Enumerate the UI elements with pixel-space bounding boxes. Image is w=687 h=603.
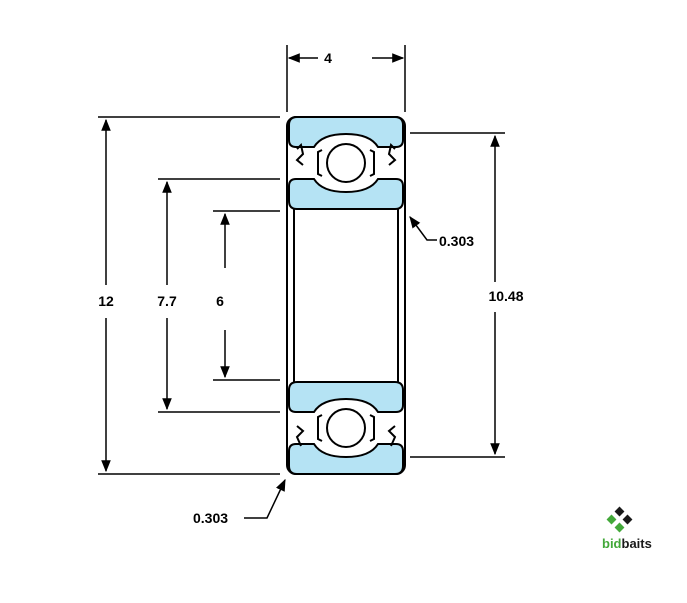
leader-line-bottom [244, 478, 286, 519]
dim-shoulder [158, 178, 280, 413]
top-cage-left [317, 149, 323, 177]
label-outer-diameter: 12 [98, 293, 114, 309]
dim-bore [213, 210, 280, 381]
top-shield-left [295, 143, 305, 166]
bottom-ball [326, 408, 366, 448]
leader-chamfer-top [409, 216, 437, 241]
label-chamfer-bottom: 0.303 [193, 510, 228, 526]
logo-text-bid: bid [602, 536, 622, 551]
bottom-cage-left [317, 414, 323, 442]
bottom-inner-ring [288, 381, 404, 413]
bidbaits-logo: bidbaits [602, 506, 652, 551]
bottom-shield-left [295, 425, 305, 447]
label-outer-shoulder: 10.48 [488, 288, 523, 304]
top-inner-ring [288, 178, 404, 210]
svg-text:bidbaits: bidbaits [602, 536, 652, 551]
label-shoulder-diameter: 7.7 [157, 293, 177, 309]
bottom-outer-ring [288, 443, 404, 475]
leader-chamfer-bottom [244, 478, 286, 519]
top-ball [326, 143, 366, 183]
logo-mark-icon [606, 506, 633, 533]
bottom-shield-right [387, 425, 397, 447]
label-chamfer-top: 0.303 [439, 233, 474, 249]
label-width: 4 [324, 50, 332, 66]
top-shield-right [387, 143, 397, 166]
dim-width [286, 45, 406, 112]
bottom-cage-right [369, 414, 375, 442]
logo-text-baits: baits [622, 536, 652, 551]
leader-line-top [409, 216, 437, 241]
bearing-cross-section [286, 116, 406, 475]
label-bore: 6 [216, 293, 224, 309]
top-outer-ring [288, 116, 404, 148]
dim-outer-shoulder [410, 132, 505, 458]
dim-outer-diameter [98, 116, 280, 475]
top-cage-right [369, 149, 375, 177]
